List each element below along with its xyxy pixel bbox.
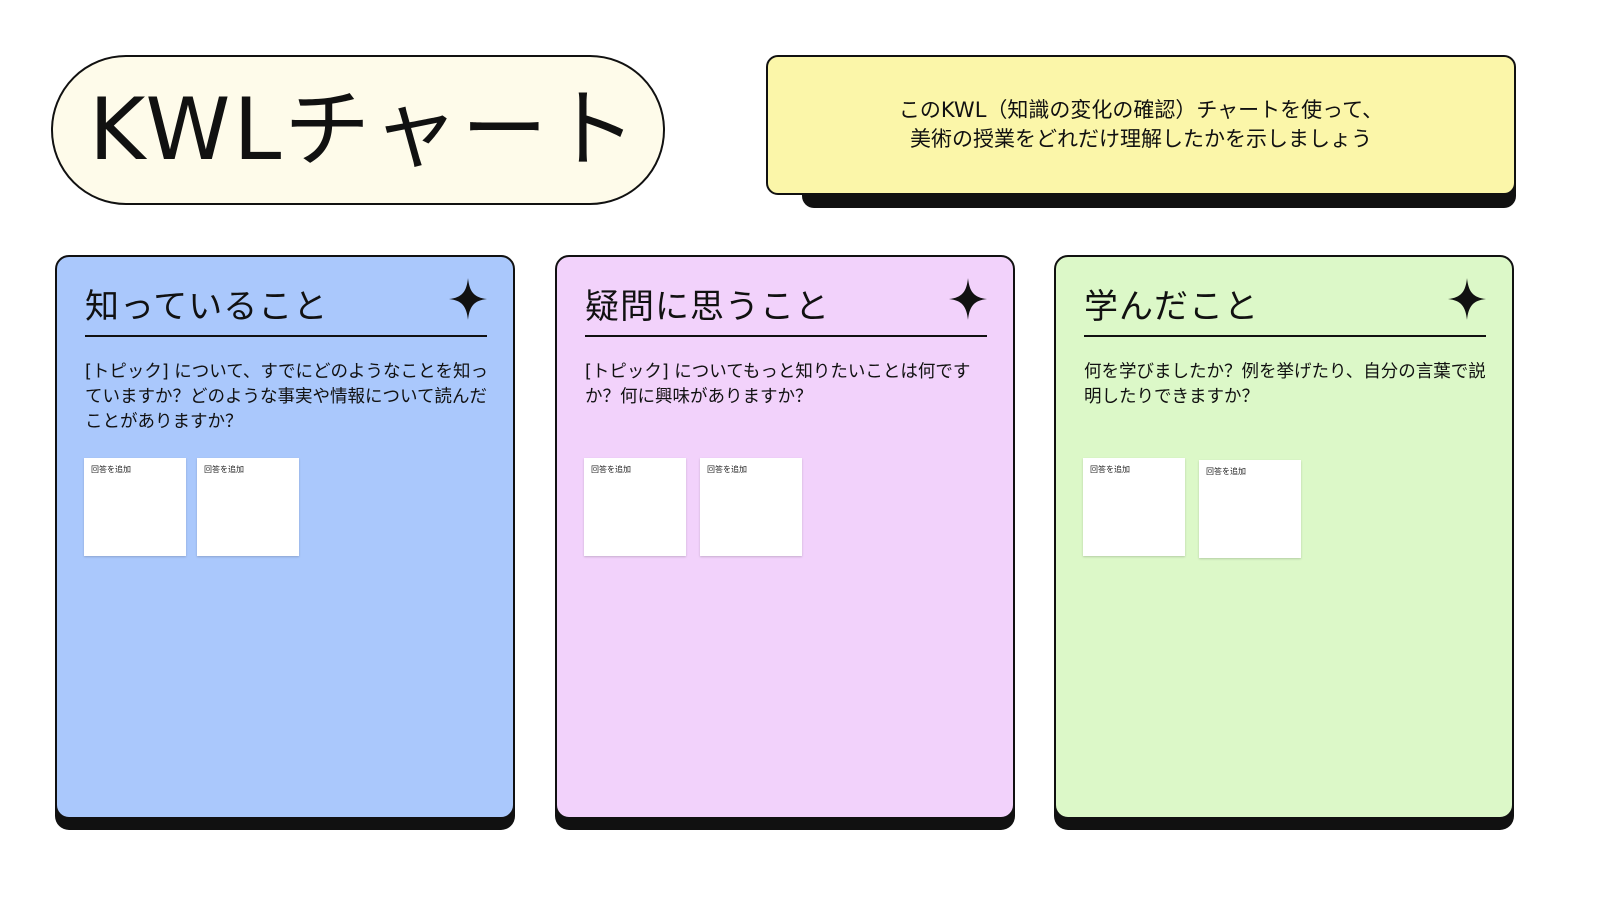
learned-column-header: 学んだこと bbox=[1084, 277, 1486, 337]
instructions-card: このKWL（知識の変化の確認）チャートを使って、 美術の授業をどれだけ理解したか… bbox=[766, 55, 1516, 195]
note-placeholder: 回答を追加 bbox=[1090, 465, 1130, 474]
want-answer-note-2[interactable]: 回答を追加 bbox=[700, 458, 802, 556]
learned-answer-note-1[interactable]: 回答を追加 bbox=[1083, 458, 1185, 556]
learned-answer-note-2[interactable]: 回答を追加 bbox=[1199, 460, 1301, 558]
know-answer-note-1[interactable]: 回答を追加 bbox=[84, 458, 186, 556]
learned-column: 学んだこと 何を学びましたか？例を挙げたり、自分の言葉で説明したりできますか？ … bbox=[1054, 255, 1514, 819]
want-answer-note-1[interactable]: 回答を追加 bbox=[584, 458, 686, 556]
note-placeholder: 回答を追加 bbox=[1206, 467, 1246, 476]
want-column-title[interactable]: 疑問に思うこと bbox=[585, 287, 830, 327]
learned-column-description[interactable]: 何を学びましたか？例を挙げたり、自分の言葉で説明したりできますか？ bbox=[1084, 362, 1486, 407]
know-column: 知っていること [トピック] について、すでにどのようなことを知っていますか？ど… bbox=[55, 255, 515, 819]
sparkle-icon bbox=[1448, 278, 1486, 320]
learned-column-title[interactable]: 学んだこと bbox=[1084, 287, 1259, 327]
know-column-header: 知っていること bbox=[85, 277, 487, 337]
note-placeholder: 回答を追加 bbox=[204, 465, 244, 474]
know-column-description[interactable]: [トピック] について、すでにどのようなことを知っていますか？どのような事実や情… bbox=[85, 362, 488, 432]
title-pill: KWLチャート bbox=[51, 55, 665, 205]
note-placeholder: 回答を追加 bbox=[591, 465, 631, 474]
want-column-header: 疑問に思うこと bbox=[585, 277, 987, 337]
know-column-title[interactable]: 知っていること bbox=[85, 287, 329, 327]
sparkle-icon bbox=[949, 278, 987, 320]
want-column: 疑問に思うこと [トピック] についてもっと知りたいことは何ですか？何に興味があ… bbox=[555, 255, 1015, 819]
sparkle-icon bbox=[449, 278, 487, 320]
note-placeholder: 回答を追加 bbox=[91, 465, 131, 474]
instructions-line-1[interactable]: このKWL（知識の変化の確認）チャートを使って、 bbox=[898, 98, 1384, 122]
page-title[interactable]: KWLチャート bbox=[89, 80, 640, 180]
note-placeholder: 回答を追加 bbox=[707, 465, 747, 474]
want-column-description[interactable]: [トピック] についてもっと知りたいことは何ですか？何に興味がありますか？ bbox=[585, 362, 971, 407]
know-answer-note-2[interactable]: 回答を追加 bbox=[197, 458, 299, 556]
instructions-line-2[interactable]: 美術の授業をどれだけ理解したかを示しましょう bbox=[910, 127, 1372, 151]
